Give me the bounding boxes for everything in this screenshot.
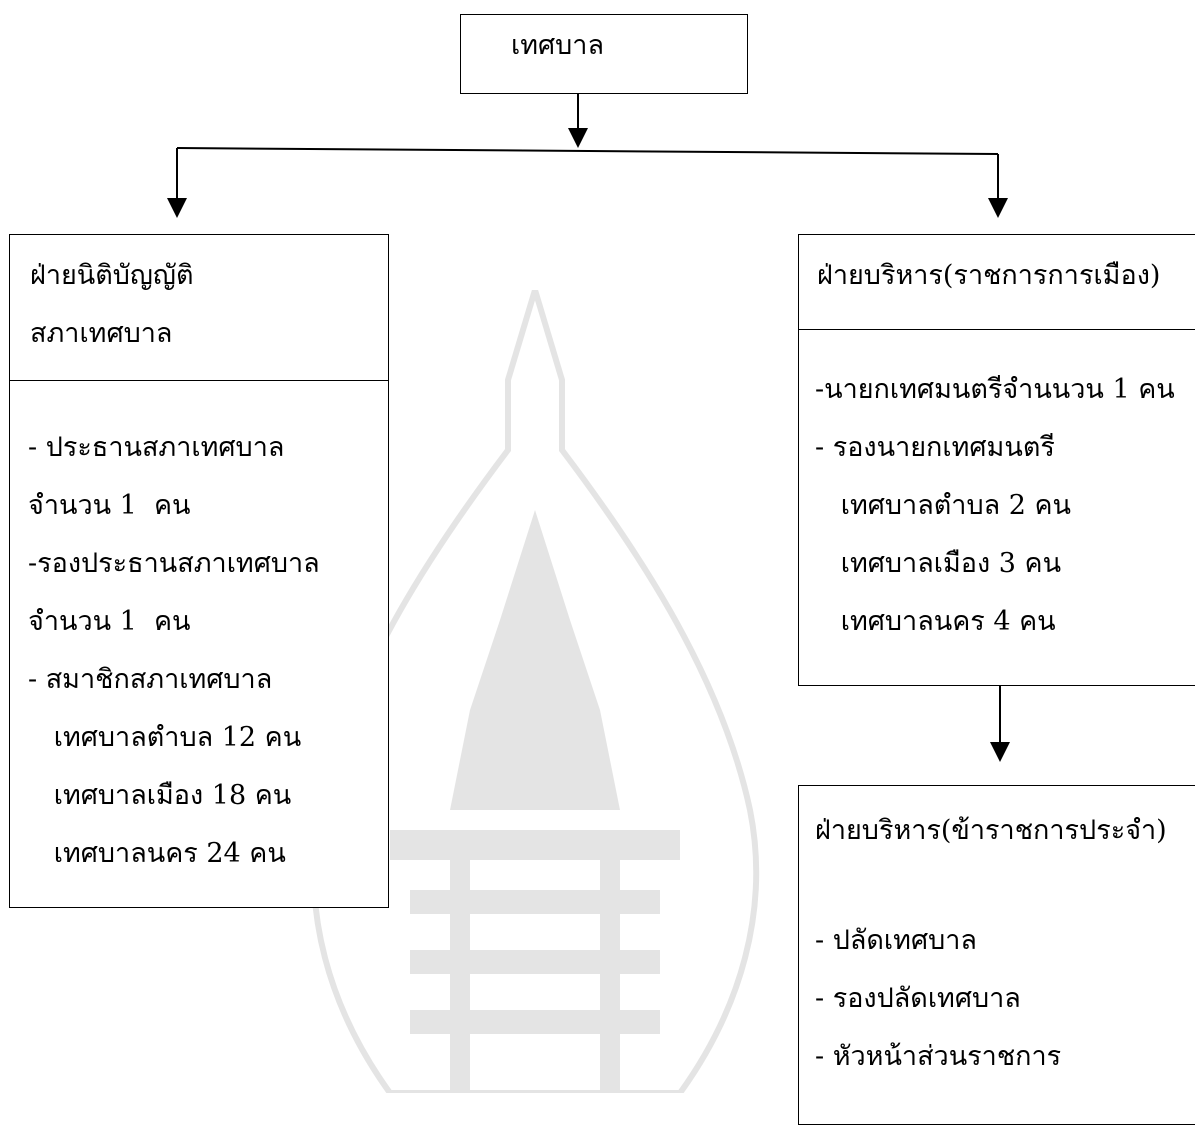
executive-political-item: - รองนายกเทศมนตรี — [815, 432, 1055, 463]
executive-civil-item: - รองปลัดเทศบาล — [815, 983, 1021, 1014]
executive-political-node: ฝ่ายบริหาร(ราชการการเมือง) -นายกเทศมนตรี… — [798, 234, 1195, 686]
executive-political-item: เทศบาลเมือง 3 คน — [815, 548, 1062, 579]
executive-political-item: เทศบาลตำบล 2 คน — [815, 490, 1071, 521]
executive-political-title: ฝ่ายบริหาร(ราชการการเมือง) — [817, 260, 1161, 291]
executive-civil-title: ฝ่ายบริหาร(ข้าราชการประจำ) — [815, 815, 1167, 846]
legislative-item: เทศบาลตำบล 12 คน — [28, 722, 302, 753]
executive-civil-node: ฝ่ายบริหาร(ข้าราชการประจำ) - ปลัดเทศบาล … — [798, 785, 1195, 1125]
legislative-title-line2: สภาเทศบาล — [30, 318, 173, 349]
legislative-item: จำนวน 1 คน — [28, 606, 191, 637]
legislative-title-line1: ฝ่ายนิติบัญญัติ — [30, 260, 194, 291]
legislative-item: -รองประธานสภาเทศบาล — [28, 548, 320, 579]
legislative-item: เทศบาลเมือง 18 คน — [28, 780, 292, 811]
seal-watermark — [310, 290, 760, 1093]
legislative-item: - ประธานสภาเทศบาล — [28, 432, 285, 463]
root-node: เทศบาล — [460, 14, 748, 94]
executive-political-divider — [799, 329, 1195, 330]
executive-political-item: เทศบาลนคร 4 คน — [815, 606, 1056, 637]
legislative-node: ฝ่ายนิติบัญญัติ สภาเทศบาล - ประธานสภาเทศ… — [9, 234, 389, 908]
root-title: เทศบาล — [511, 30, 605, 61]
connector-lines — [167, 93, 1010, 762]
executive-political-item: -นายกเทศมนตรีจำนนวน 1 คน — [815, 374, 1175, 405]
legislative-item: จำนวน 1 คน — [28, 490, 191, 521]
executive-civil-item: - ปลัดเทศบาล — [815, 925, 977, 956]
legislative-item: - สมาชิกสภาเทศบาล — [28, 664, 273, 695]
executive-civil-item: - หัวหน้าส่วนราชการ — [815, 1041, 1062, 1072]
legislative-divider — [10, 380, 388, 381]
legislative-item: เทศบาลนคร 24 คน — [28, 838, 286, 869]
